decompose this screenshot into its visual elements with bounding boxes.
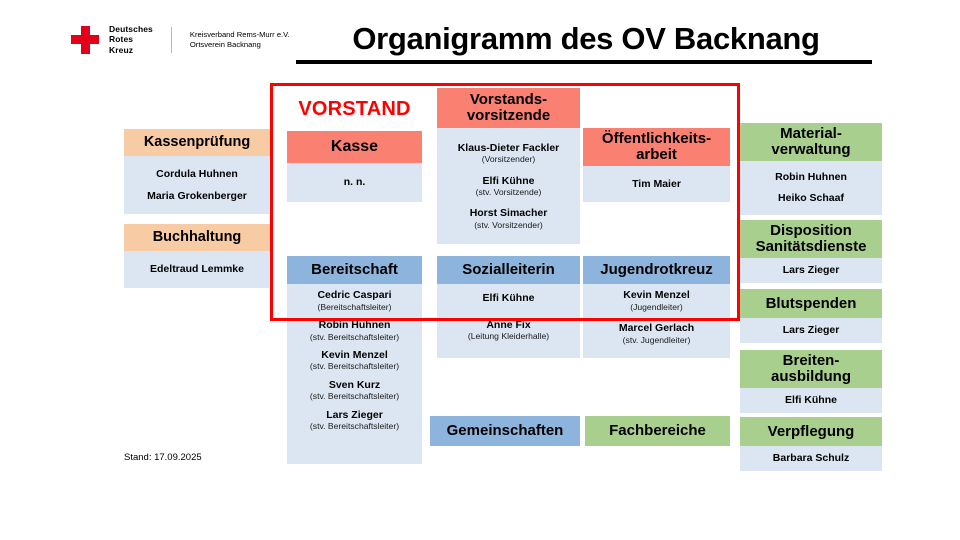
list-item: Cordula Huhnen <box>156 167 238 180</box>
list-item: Klaus-Dieter Fackler (Vorsitzender) <box>457 141 560 165</box>
box-body-vorstandsvorsitzende: Klaus-Dieter Fackler (Vorsitzender) Elfi… <box>437 128 580 244</box>
list-item: Tim Maier <box>632 177 681 190</box>
list-item: Kevin Menzel (Jugendleiter) <box>623 289 690 312</box>
list-item: Horst Simacher (stv. Vorsitzender) <box>469 207 548 231</box>
logo-line-3: Kreuz <box>109 44 134 55</box>
box-body-materialverwaltung: Robin Huhnen Heiko Schaaf <box>740 161 882 215</box>
box-header-vorstandsvorsitzende: Vorstands- vorsitzende <box>437 88 580 128</box>
list-item: Lars Zieger <box>782 264 840 277</box>
header-line-1: Breiten- <box>782 352 840 370</box>
red-cross-icon <box>70 25 100 55</box>
box-header-sozialleiterin: Sozialleiterin <box>437 256 580 284</box>
list-item: Marcel Gerlach (stv. Jugendleiter) <box>618 321 695 345</box>
title-underline <box>296 60 872 64</box>
box-header-materialverwaltung: Material- verwaltung <box>740 123 882 161</box>
header-line-1: Material- <box>780 125 842 143</box>
list-item: Edeltraud Lemmke <box>150 263 244 276</box>
list-item: Maria Grokenberger <box>147 189 247 202</box>
logo-divider <box>170 26 172 53</box>
box-body-verpflegung: Barbara Schulz <box>740 446 882 471</box>
list-item: Robin Huhnen (stv. Bereitschaftsleiter) <box>309 318 400 342</box>
box-header-oeffentlichkeitsarbeit: Öffentlichkeits- arbeit <box>583 128 730 166</box>
legend-gemeinschaften: Gemeinschaften <box>430 416 580 446</box>
header-line-1: Öffentlichkeits- <box>601 130 712 148</box>
header-line-1: Disposition <box>770 222 852 240</box>
logo-line-1: Deutsches <box>109 24 153 34</box>
header-line-1: Vorstands- <box>469 91 548 109</box>
box-header-breitenausbildung: Breiten- ausbildung <box>740 350 882 388</box>
box-body-bereitschaft: Cedric Caspari (Bereitschaftsleiter) Rob… <box>287 284 422 464</box>
drk-logo-wordmark: Deutsches Rotes Kreuz <box>109 24 153 55</box>
list-item: Heiko Schaaf <box>778 192 844 204</box>
box-header-kasse: Kasse <box>287 131 422 163</box>
list-item: Lars Zieger (stv. Bereitschaftsleiter) <box>309 408 400 432</box>
drk-logo-subtitle: Kreisverband Rems-Murr e.V. Ortsverein B… <box>190 30 290 49</box>
list-item: Anne Fix (Leitung Kleiderhalle) <box>467 318 550 342</box>
list-item: Elfi Kühne <box>482 292 535 304</box>
logo-line-2: Rotes <box>109 34 134 45</box>
header-line-2: Sanitätsdienste <box>755 238 867 255</box>
list-item: Kevin Menzel (stv. Bereitschaftsleiter) <box>309 348 400 372</box>
box-body-disposition-sanitaetsdienste: Lars Zieger <box>740 258 882 283</box>
list-item: Lars Zieger <box>782 324 840 337</box>
box-header-blutspenden: Blutspenden <box>740 289 882 318</box>
box-header-jugendrotkreuz: Jugendrotkreuz <box>583 256 730 284</box>
page-title: Organigramm des OV Backnang <box>352 21 820 56</box>
logo-sub-2: Ortsverein Backnang <box>189 39 261 49</box>
header-line-2: arbeit <box>636 146 677 163</box>
box-body-jugendrotkreuz: Kevin Menzel (Jugendleiter) Marcel Gerla… <box>583 284 730 358</box>
box-body-kasse: n. n. <box>287 163 422 202</box>
header-line-2: ausbildung <box>771 368 851 385</box>
list-item: n. n. <box>343 176 366 189</box>
box-header-disposition-sanitaetsdienste: Disposition Sanitätsdienste <box>740 220 882 258</box>
legend-fachbereiche: Fachbereiche <box>585 416 730 446</box>
box-body-buchhaltung: Edeltraud Lemmke <box>124 251 270 288</box>
list-item: Elfi Kühne <box>785 394 837 407</box>
box-header-bereitschaft: Bereitschaft <box>287 256 422 284</box>
box-header-verpflegung: Verpflegung <box>740 417 882 446</box>
list-item: Barbara Schulz <box>772 452 850 465</box>
vorstand-label: VORSTAND <box>298 97 411 120</box>
stand-date: Stand: 17.09.2025 <box>124 452 202 463</box>
list-item: Elfi Kühne (stv. Vorsitzende) <box>475 174 542 198</box>
list-item: Robin Huhnen <box>775 171 847 184</box>
list-item: Cedric Caspari (Bereitschaftsleiter) <box>317 289 392 312</box>
header-line-2: verwaltung <box>771 141 851 158</box>
box-body-sozialleiterin: Elfi Kühne Anne Fix (Leitung Kleiderhall… <box>437 284 580 358</box>
box-header-buchhaltung: Buchhaltung <box>124 224 270 251</box>
box-body-breitenausbildung: Elfi Kühne <box>740 388 882 413</box>
header-line-2: vorsitzende <box>466 107 551 124</box>
box-header-kassenpruefung: Kassenprüfung <box>124 129 270 156</box>
logo-sub-1: Kreisverband Rems-Murr e.V. <box>189 29 290 39</box>
box-body-blutspenden: Lars Zieger <box>740 318 882 343</box>
box-body-kassenpruefung: Cordula Huhnen Maria Grokenberger <box>124 156 270 214</box>
drk-logo: Deutsches Rotes Kreuz Kreisverband Rems-… <box>70 24 290 55</box>
list-item: Sven Kurz (stv. Bereitschaftsleiter) <box>309 378 400 402</box>
box-body-oeffentlichkeitsarbeit: Tim Maier <box>583 166 730 202</box>
